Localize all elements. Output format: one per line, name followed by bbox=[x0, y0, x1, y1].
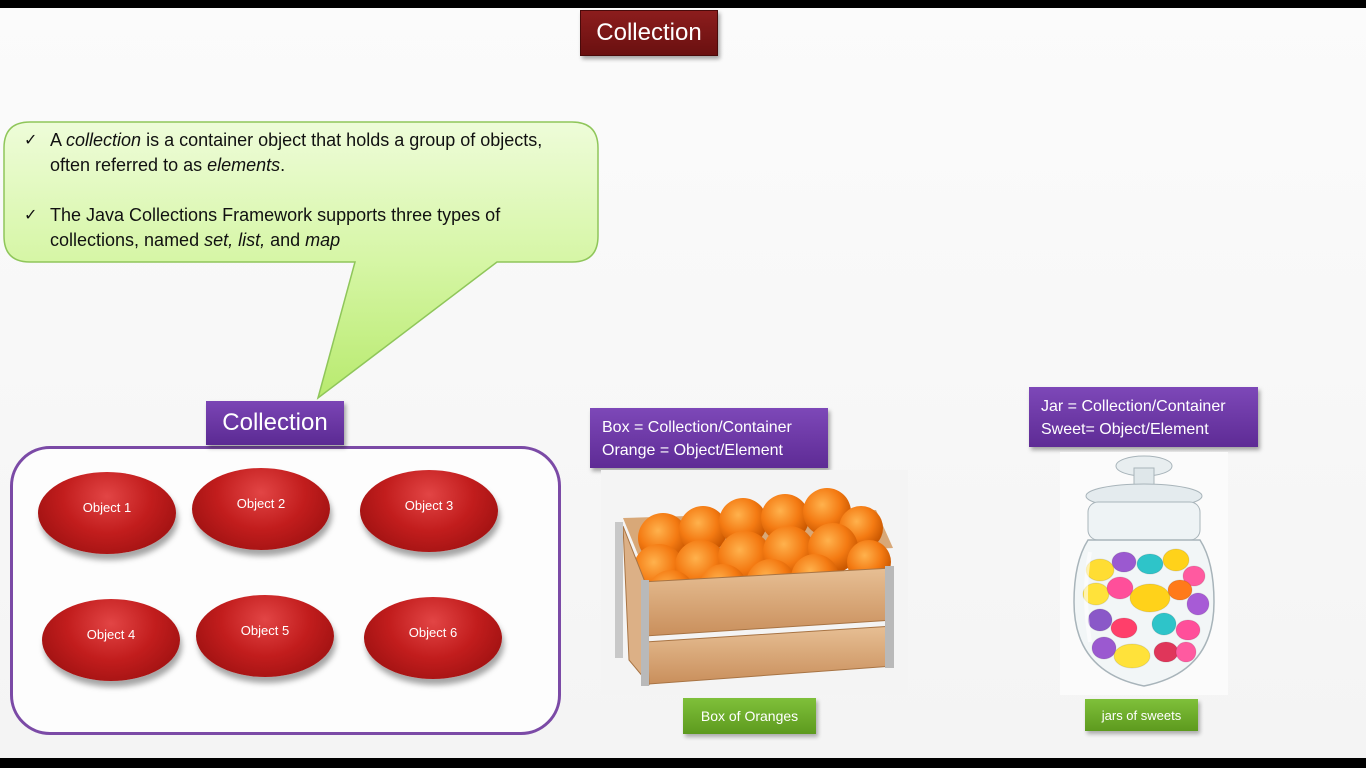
bullet-text-1: A collection is a container object that … bbox=[50, 130, 542, 175]
bullet-segment: collection bbox=[66, 130, 142, 150]
jar-of-sweets-caption: jars of sweets bbox=[1085, 699, 1198, 731]
callout-bubble bbox=[3, 121, 599, 400]
callout-bullet-1: ✓ A collection is a container object tha… bbox=[24, 128, 584, 178]
object-4: Object 4 bbox=[42, 599, 180, 681]
oranges-info-box: Box = Collection/Container Orange = Obje… bbox=[590, 408, 828, 468]
jar-of-sweets-image bbox=[1060, 452, 1228, 695]
callout-text: ✓ A collection is a container object tha… bbox=[24, 128, 584, 278]
collection-label: Collection bbox=[206, 401, 344, 445]
object-6: Object 6 bbox=[364, 597, 502, 679]
object-3: Object 3 bbox=[360, 470, 498, 552]
object-1: Object 1 bbox=[38, 472, 176, 554]
bullet-segment: A bbox=[50, 130, 67, 150]
callout-bullet-2: ✓ The Java Collections Framework support… bbox=[24, 203, 584, 253]
bullet-segment: is a container object that holds a group… bbox=[50, 130, 543, 175]
bullet-segment: The Java Collections Framework supports … bbox=[50, 205, 501, 250]
object-5: Object 5 bbox=[196, 595, 334, 677]
jar-info-box: Jar = Collection/Container Sweet= Object… bbox=[1029, 387, 1258, 447]
object-2: Object 2 bbox=[192, 468, 330, 550]
bullet-segment: and bbox=[265, 230, 306, 250]
box-of-oranges-image bbox=[601, 470, 908, 695]
jar-info-line2: Sweet= Object/Element bbox=[1041, 421, 1209, 438]
bullet-segment: set, list, bbox=[204, 230, 266, 250]
bullet-segment: . bbox=[280, 155, 286, 175]
jar-info-line1: Jar = Collection/Container bbox=[1041, 398, 1226, 415]
bullet-text-2: The Java Collections Framework supports … bbox=[50, 205, 500, 250]
oranges-info-line2: Orange = Object/Element bbox=[602, 442, 783, 459]
bullet-segment: elements bbox=[207, 155, 281, 175]
box-of-oranges-caption: Box of Oranges bbox=[683, 698, 816, 734]
checkmark-icon: ✓ bbox=[24, 132, 38, 149]
oranges-info-line1: Box = Collection/Container bbox=[602, 419, 792, 436]
slide-title: Collection bbox=[580, 10, 718, 56]
slide: Collection ✓ A collection is a container… bbox=[0, 8, 1366, 758]
checkmark-icon: ✓ bbox=[24, 207, 38, 224]
bullet-segment: map bbox=[305, 230, 341, 250]
